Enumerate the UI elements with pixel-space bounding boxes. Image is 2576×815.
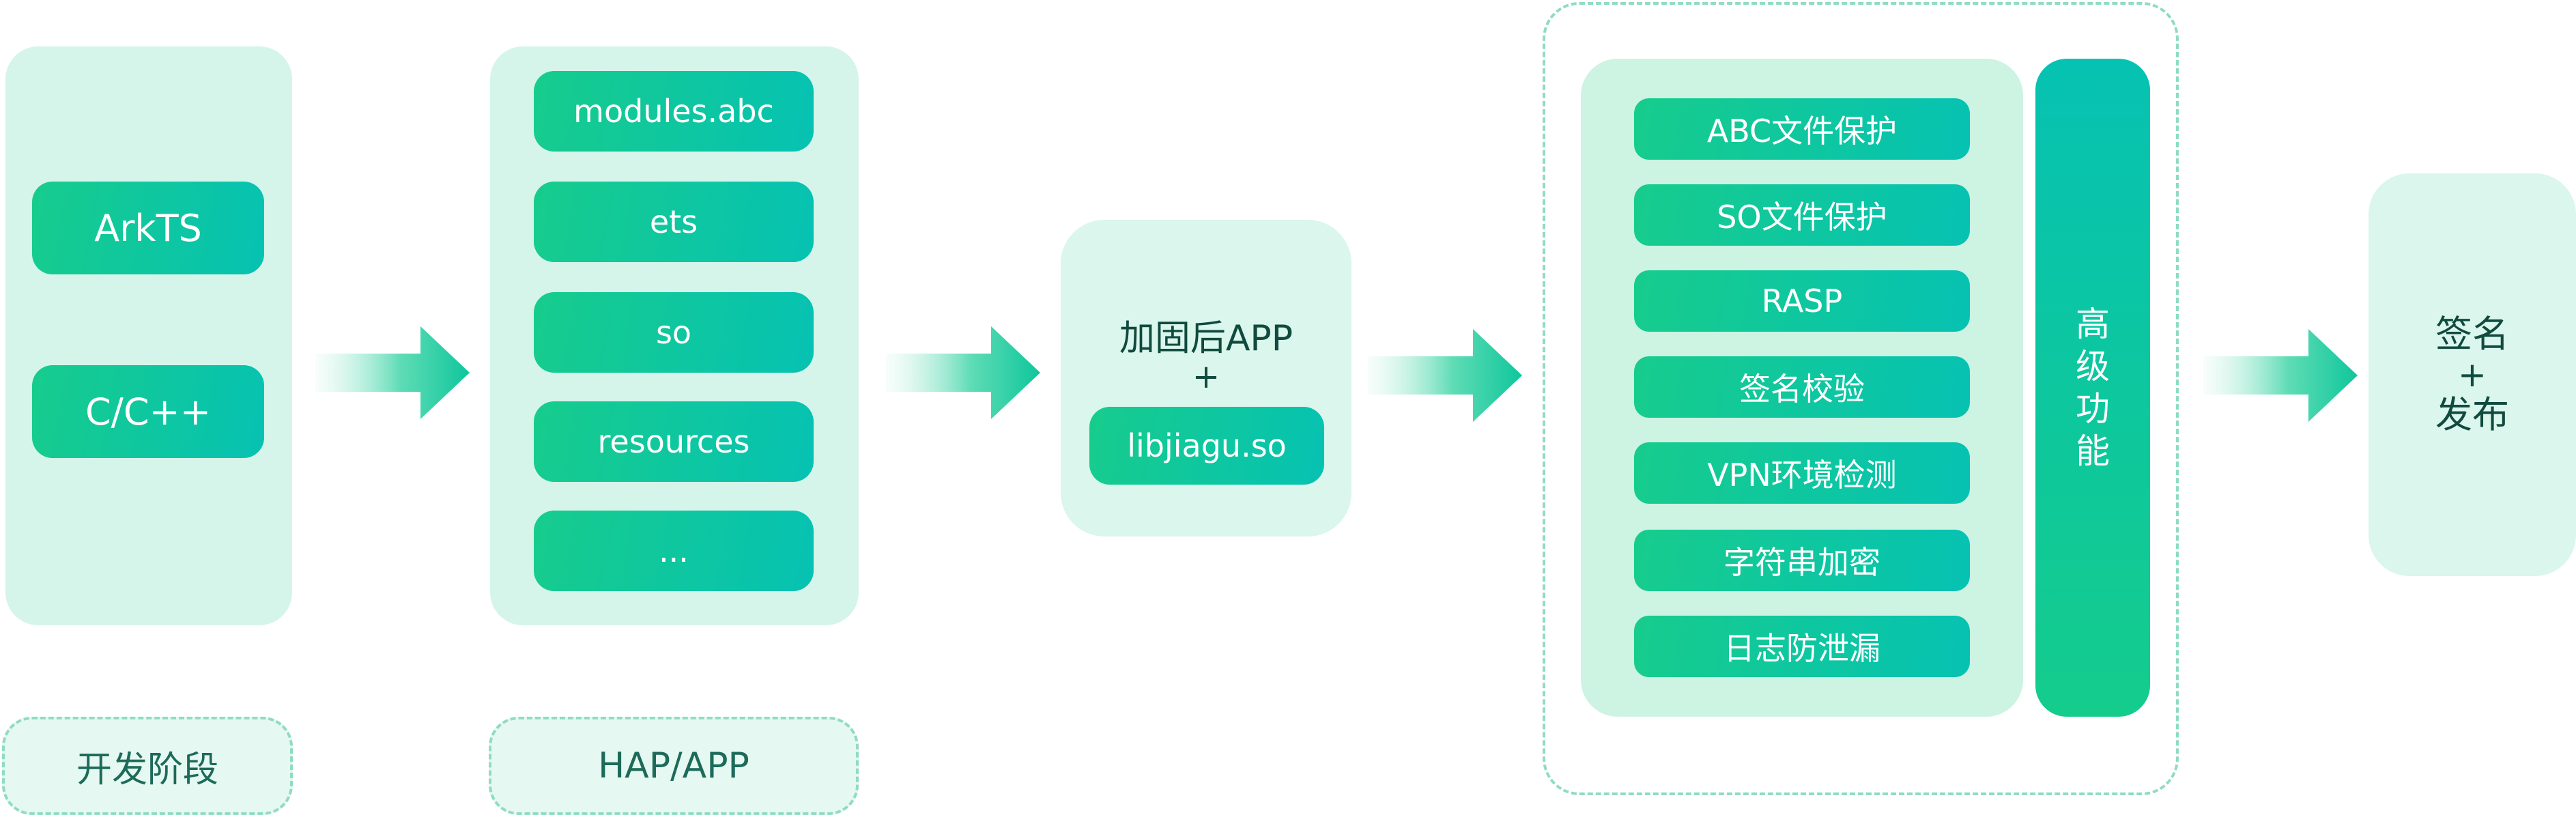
hardened-title-group: 加固后APP + [1061, 311, 1351, 399]
feature-so-protection: SO文件保护 [1634, 184, 1970, 246]
release-sign-label: 签名 [2435, 313, 2509, 356]
feature-rasp: RASP [1634, 270, 1970, 332]
dev-stage-panel [5, 46, 292, 625]
flow-arrow-1 [315, 326, 470, 419]
flow-arrow-2 [886, 326, 1040, 419]
hardened-plus: + [1192, 358, 1220, 396]
hap-item-ets: ets [534, 182, 814, 262]
dev-item-arkts: ArkTS [32, 182, 264, 274]
hardened-app-title: 加固后APP [1119, 318, 1293, 359]
hap-stage-label: HAP/APP [489, 717, 859, 815]
hap-item-more: ... [534, 511, 814, 591]
advanced-features-label: 高级功能 [2076, 304, 2110, 471]
release-text-group: 签名 + 发布 [2369, 173, 2576, 576]
feature-log-leak-prevention: 日志防泄漏 [1634, 616, 1970, 677]
flow-arrow-4 [2203, 329, 2358, 422]
feature-abc-protection: ABC文件保护 [1634, 98, 1970, 160]
protection-stage-frame [1543, 2, 2179, 795]
flow-arrow-3 [1368, 329, 1522, 422]
dev-stage-label: 开发阶段 [2, 717, 293, 815]
release-stage-panel [2369, 173, 2576, 576]
libjiagu-chip: libjiagu.so [1089, 407, 1324, 485]
release-publish-label: 发布 [2435, 393, 2509, 436]
dev-item-cpp: C/C++ [32, 365, 264, 458]
feature-signature-check: 签名校验 [1634, 356, 1970, 418]
feature-vpn-detection: VPN环境检测 [1634, 442, 1970, 504]
feature-string-encryption: 字符串加密 [1634, 530, 1970, 591]
hap-item-resources: resources [534, 401, 814, 482]
hap-item-modules-abc: modules.abc [534, 71, 814, 152]
hap-item-so: so [534, 292, 814, 373]
release-plus: + [2458, 355, 2487, 395]
advanced-features-bar: 高级功能 [2035, 59, 2150, 717]
